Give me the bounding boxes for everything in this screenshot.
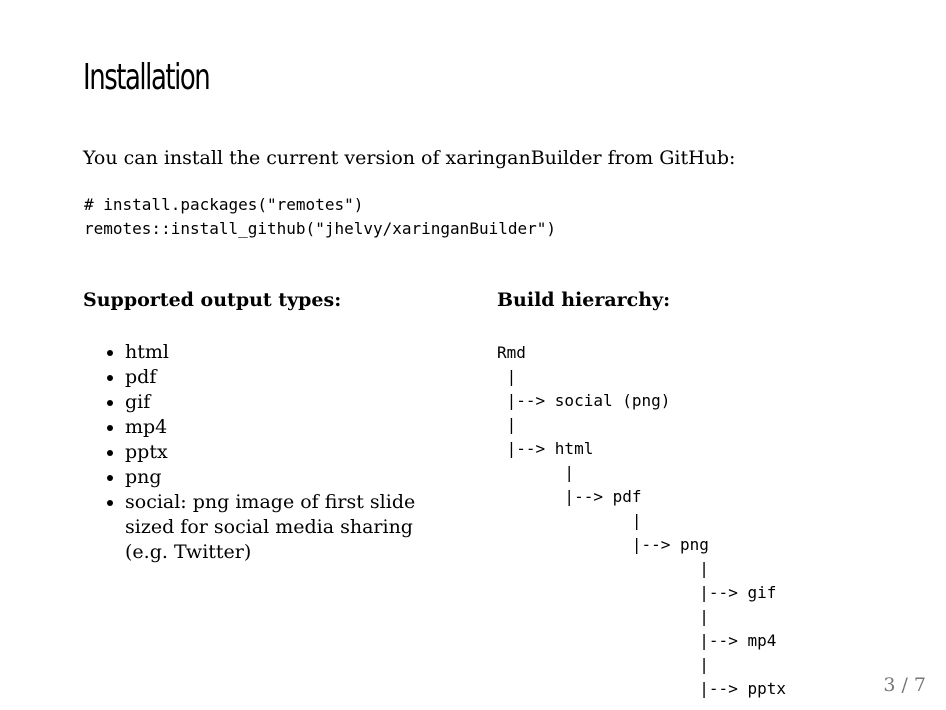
hierarchy-line: |--> html xyxy=(497,439,594,458)
hierarchy-line: | xyxy=(497,607,709,626)
hierarchy-line: | xyxy=(497,559,709,578)
hierarchy-line: |--> pptx xyxy=(497,679,786,698)
list-item: pptx xyxy=(125,440,433,465)
build-hierarchy-diagram: Rmd | |--> social (png) | |--> html | |-… xyxy=(497,341,786,701)
hierarchy-line: | xyxy=(497,415,517,434)
slide-title: Installation xyxy=(83,57,211,98)
build-hierarchy-heading: Build hierarchy: xyxy=(497,289,671,311)
page-number: 3 / 7 xyxy=(883,674,926,696)
output-types-list: html pdf gif mp4 pptx png social: png im… xyxy=(83,340,433,565)
list-item: social: png image of first slide sized f… xyxy=(125,490,433,565)
hierarchy-line: |--> pdf xyxy=(497,487,642,506)
list-item: mp4 xyxy=(125,415,433,440)
intro-text: You can install the current version of x… xyxy=(83,147,736,169)
hierarchy-line: | xyxy=(497,463,575,482)
list-item: gif xyxy=(125,390,433,415)
hierarchy-line: Rmd xyxy=(497,343,526,362)
list-item: pdf xyxy=(125,365,433,390)
code-line: remotes::install_github("jhelvy/xaringan… xyxy=(84,219,557,238)
hierarchy-line: | xyxy=(497,511,642,530)
hierarchy-line: | xyxy=(497,655,709,674)
output-types-heading: Supported output types: xyxy=(83,289,342,311)
hierarchy-line: | xyxy=(497,367,517,386)
hierarchy-line: |--> social (png) xyxy=(497,391,671,410)
hierarchy-line: |--> gif xyxy=(497,583,777,602)
hierarchy-line: |--> mp4 xyxy=(497,631,777,650)
list-item: png xyxy=(125,465,433,490)
code-line: # install.packages("remotes") xyxy=(84,195,364,214)
list-item: html xyxy=(125,340,433,365)
install-code-block: # install.packages("remotes") remotes::i… xyxy=(84,193,556,241)
hierarchy-line: |--> png xyxy=(497,535,709,554)
